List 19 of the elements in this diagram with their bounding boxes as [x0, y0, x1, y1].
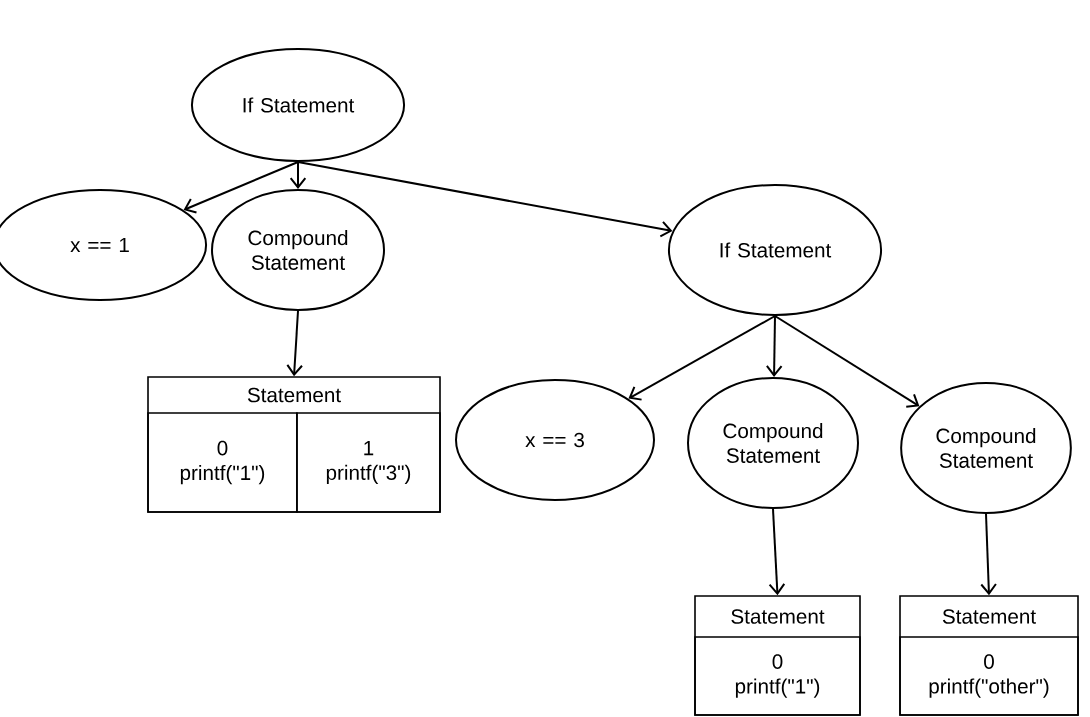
ellipse-node: x == 3: [455, 379, 655, 501]
arrow: [289, 161, 307, 189]
ellipse-node: If Statement: [190, 48, 406, 162]
arrow: [765, 315, 783, 377]
table-cell: 0 printf("1"): [694, 636, 861, 716]
ellipse-node: Compound Statement: [900, 382, 1072, 514]
arrow: [286, 310, 303, 377]
table-cell: 0 printf("other"): [899, 636, 1079, 716]
table-cell: 0 printf("1"): [147, 412, 298, 513]
arrow: [297, 161, 673, 238]
ellipse-node: Compound Statement: [211, 189, 385, 311]
arrow: [768, 508, 786, 596]
table-cell: 1 printf("3"): [296, 412, 441, 513]
ellipse-node: If Statement: [667, 184, 883, 316]
arrow: [183, 161, 299, 214]
arrow: [628, 315, 776, 401]
ellipse-node: Compound Statement: [687, 377, 859, 509]
arrow: [980, 513, 997, 596]
arrow: [774, 315, 920, 408]
